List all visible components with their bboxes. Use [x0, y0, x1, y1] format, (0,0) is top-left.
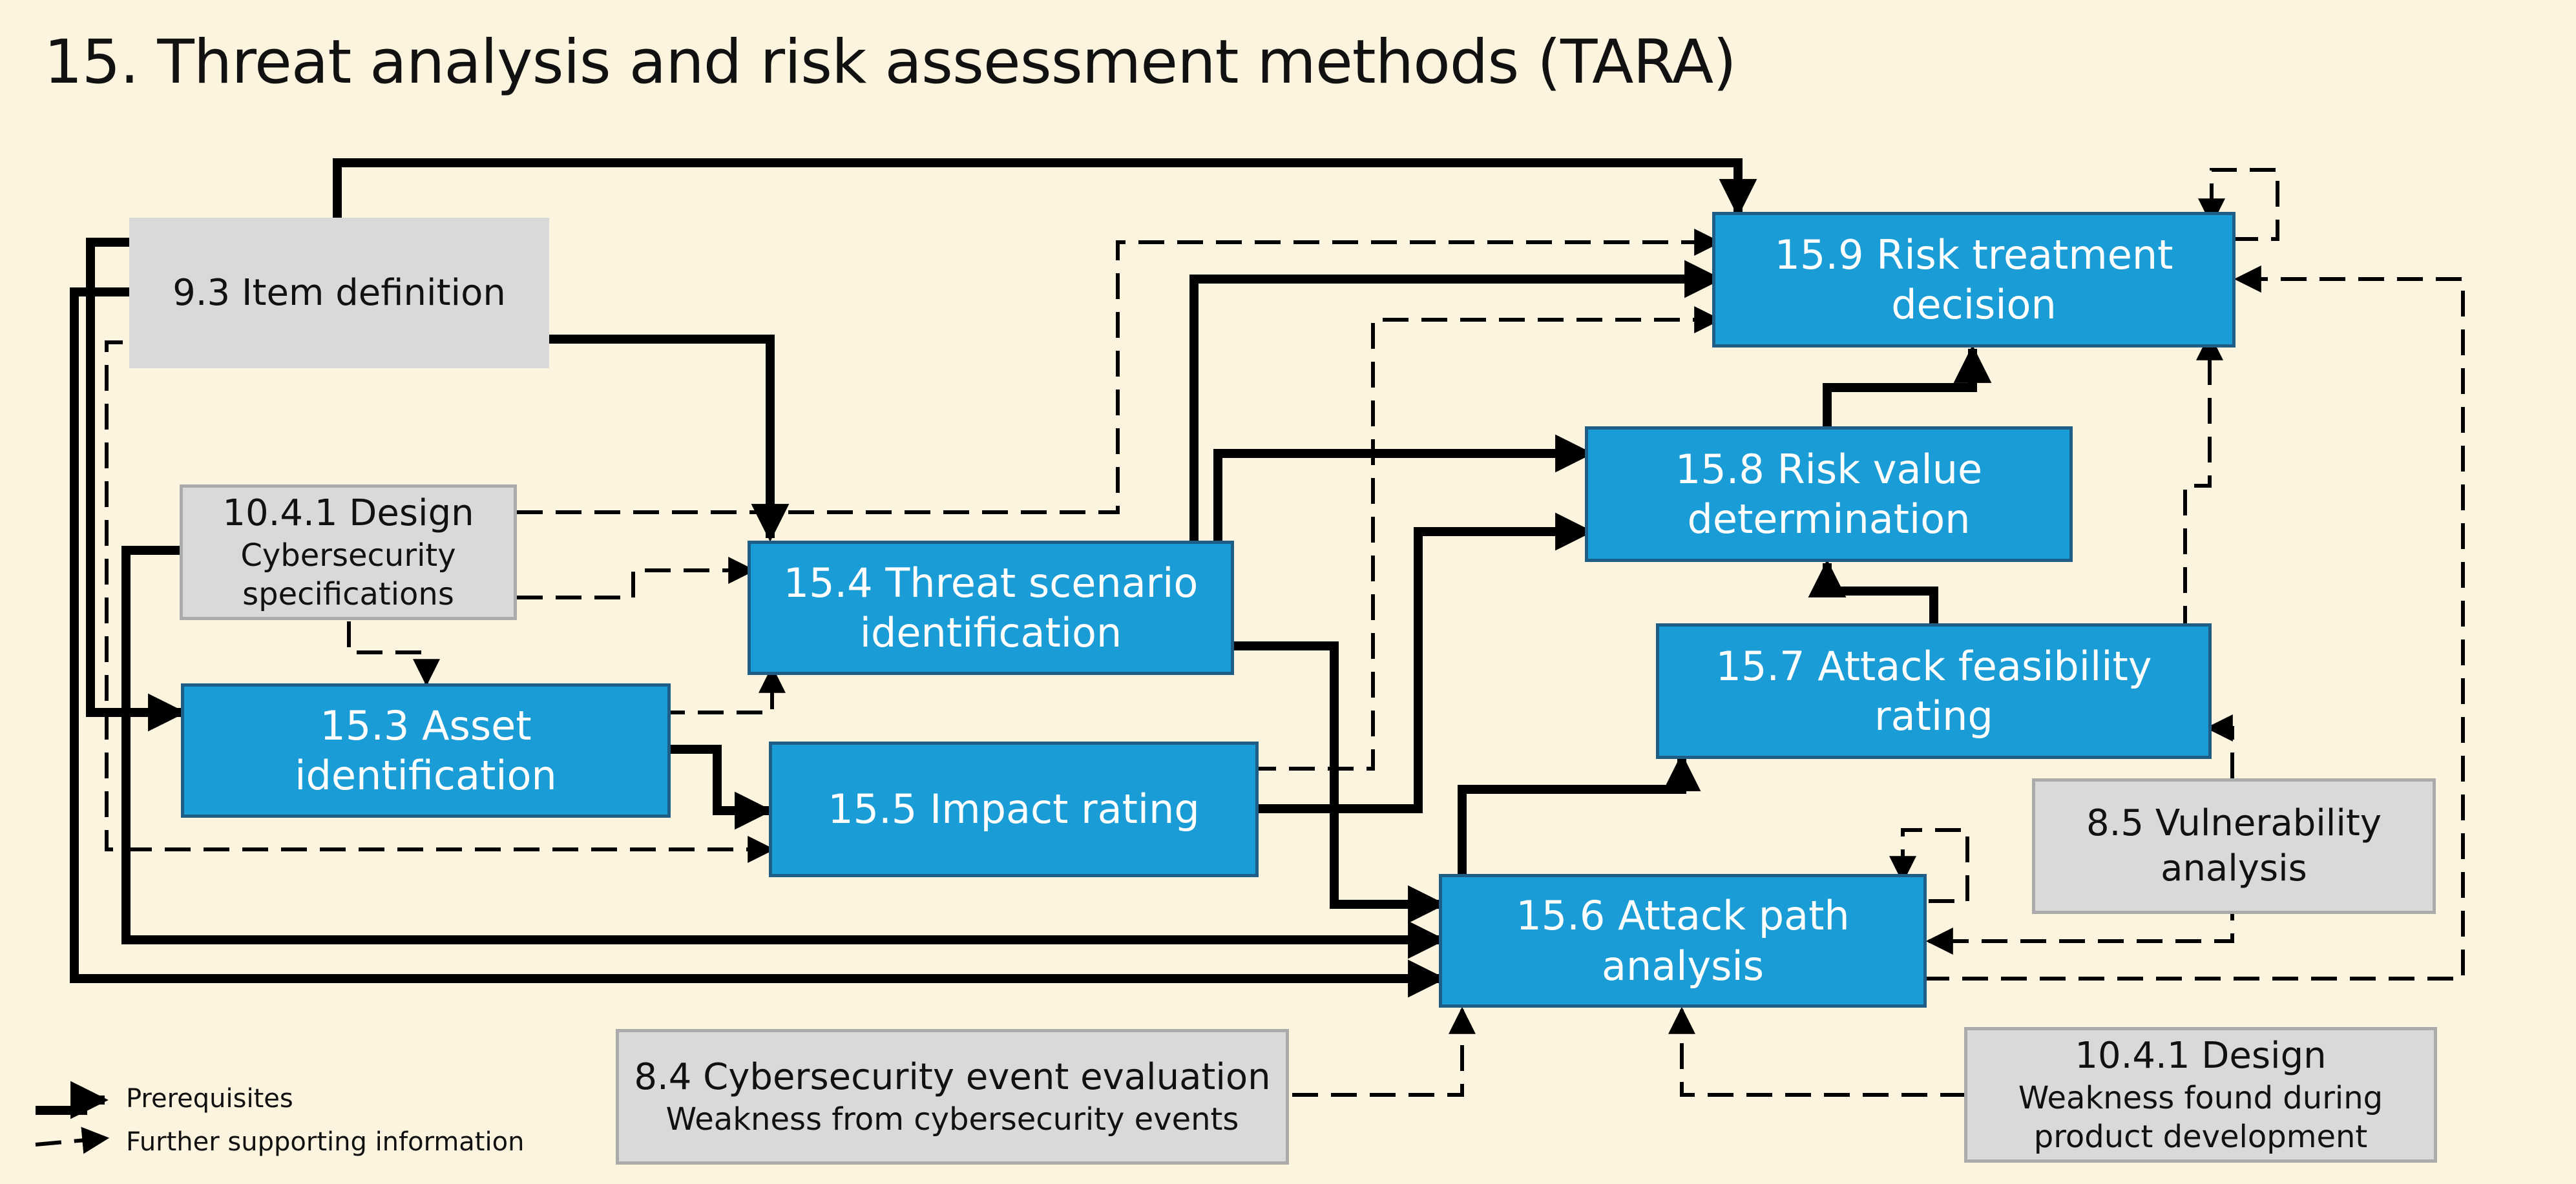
arrow-feasibility-to-risk-treatment: [2183, 333, 2223, 632]
box-asset-identification-line2: identification: [295, 752, 557, 799]
box-vulnerability-analysis: 8.5 Vulnerability analysis: [2032, 778, 2436, 914]
box-risk-treatment-line1: 15.9 Risk treatment: [1774, 231, 2173, 278]
box-event-evaluation-title: 8.4 Cybersecurity event evaluation: [634, 1056, 1271, 1098]
arrow-threat-to-attack-path: [1234, 641, 1446, 924]
arrow-threat-to-risk-value: [1213, 434, 1593, 543]
arrow-feasibility-to-risk-value: [1808, 559, 1938, 623]
box-vulnerability-line1: 8.5 Vulnerability: [2086, 802, 2382, 844]
arrow-asset-to-threat: [659, 665, 786, 714]
supporting-arrows: [105, 168, 2465, 1097]
box-risk-value-line1: 15.8 Risk value: [1675, 445, 1983, 493]
box-attack-path-line1: 15.6 Attack path: [1516, 892, 1850, 939]
arrow-threat-to-risk-treatment: [1189, 260, 1723, 543]
arrow-impact-to-risk-value: [1253, 512, 1593, 813]
box-impact-rating: 15.5 Impact rating: [769, 742, 1259, 877]
box-design-weakness: 10.4.1 Design Weakness found during prod…: [1964, 1027, 2437, 1163]
box-asset-identification: 15.3 Asset identification: [181, 683, 671, 818]
box-attack-path-line2: analysis: [1601, 942, 1764, 990]
box-risk-treatment-line2: decision: [1891, 281, 2057, 328]
legend-supporting-label: Further supporting information: [126, 1127, 525, 1157]
prerequisite-arrows: [70, 158, 1992, 998]
arrow-risk-treatment-loop: [2198, 168, 2279, 241]
arrow-attack-path-to-feasibility: [1458, 753, 1701, 882]
legend-prerequisites-label: Prerequisites: [126, 1084, 293, 1114]
box-item-definition-label: 9.3 Item definition: [173, 271, 506, 314]
box-attack-path-analysis: 15.6 Attack path analysis: [1439, 874, 1927, 1008]
legend-dashed-sample: [35, 1127, 110, 1154]
arrow-design-specs-to-threat: [517, 557, 756, 599]
arrow-design-specs-to-risk-treatment: [517, 229, 1722, 514]
arrow-item-to-risk-treatment: [333, 158, 1757, 218]
box-risk-treatment-decision: 15.9 Risk treatment decision: [1712, 212, 2236, 348]
box-design-weakness-title: 10.4.1 Design: [2075, 1035, 2327, 1077]
arrow-design-to-attack-path: [121, 546, 1446, 959]
arrow-design-specs-to-asset: [347, 621, 440, 687]
arrow-item-to-threat-scenario: [539, 335, 790, 542]
arrow-risk-value-to-risk-treatment: [1823, 345, 1992, 428]
arrow-impact-to-risk-treatment: [1250, 306, 1722, 771]
box-attack-feasibility-line1: 15.7 Attack feasibility: [1715, 642, 2152, 690]
box-threat-scenario-line2: identification: [859, 609, 1122, 656]
box-item-definition: 9.3 Item definition: [129, 218, 549, 368]
arrow-attack-path-loop: [1889, 828, 1969, 903]
box-vulnerability-line2: analysis: [2161, 847, 2307, 889]
arrow-item-to-asset: [86, 238, 186, 732]
arrow-event-eval-to-attack-path: [1292, 1006, 1476, 1097]
box-threat-scenario-identification: 15.4 Threat scenario identification: [748, 541, 1234, 675]
box-design-specifications-line2: Cybersecurity: [240, 537, 456, 574]
legend-solid-sample: [36, 1081, 109, 1119]
box-design-weakness-line3: product development: [2033, 1119, 2368, 1155]
legend-samples: [35, 1081, 110, 1154]
box-event-evaluation: 8.4 Cybersecurity event evaluation Weakn…: [616, 1029, 1289, 1165]
arrow-item-to-impact: [105, 340, 775, 863]
box-asset-identification-line1: 15.3 Asset: [320, 701, 532, 749]
arrow-design-weakness-to-attack-path: [1668, 1006, 1966, 1097]
box-risk-value-determination: 15.8 Risk value determination: [1585, 426, 2073, 562]
arrow-item-to-attack-path-a: [70, 287, 1446, 998]
box-attack-feasibility-rating: 15.7 Attack feasibility rating: [1656, 623, 2212, 759]
box-design-specifications-line3: specifications: [242, 576, 454, 612]
arrow-vulnerability-to-feasibility: [2205, 714, 2234, 778]
box-threat-scenario-line1: 15.4 Threat scenario: [783, 559, 1199, 607]
box-event-evaluation-subtitle: Weakness from cybersecurity events: [665, 1101, 1239, 1137]
arrow-asset-to-impact: [669, 745, 773, 830]
box-design-specifications: 10.4.1 Design Cybersecurity specificatio…: [180, 484, 517, 620]
box-design-weakness-line2: Weakness found during: [2018, 1080, 2383, 1116]
page-title: 15. Threat analysis and risk assessment …: [44, 27, 1737, 98]
box-impact-rating-label: 15.5 Impact rating: [828, 785, 1200, 833]
box-design-specifications-title: 10.4.1 Design: [222, 492, 474, 534]
box-risk-value-line2: determination: [1687, 495, 1971, 543]
box-attack-feasibility-line2: rating: [1874, 692, 1993, 740]
